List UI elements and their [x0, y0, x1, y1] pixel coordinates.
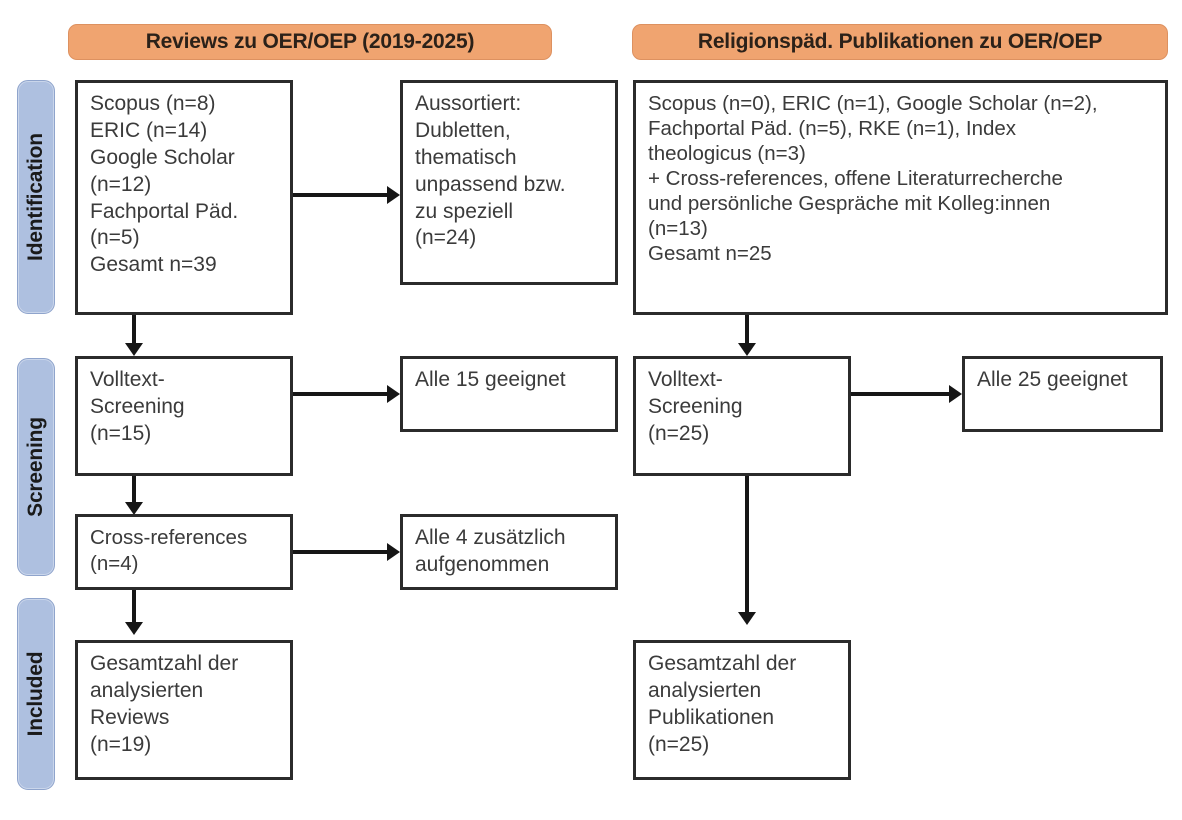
- connector-left-crossrefs-to-result: [293, 550, 387, 554]
- stage-label-screening: Screening: [24, 417, 47, 517]
- box-right-screening-result: Alle 25 geeignet: [962, 356, 1163, 432]
- arrowhead-left-identification-to-screening: [125, 343, 143, 356]
- box-left-excluded: Aussortiert: Dubletten, thematisch unpas…: [400, 80, 618, 285]
- arrowhead-right-identification-to-screening: [738, 343, 756, 356]
- box-left-identification: Scopus (n=8) ERIC (n=14) Google Scholar …: [75, 80, 293, 315]
- column-header-left: Reviews zu OER/OEP (2019-2025): [68, 24, 552, 60]
- connector-left-identification-to-screening: [132, 315, 136, 347]
- connector-right-identification-to-screening: [745, 315, 749, 347]
- stage-pill-screening: Screening: [17, 358, 55, 576]
- connector-left-identification-to-excluded: [293, 193, 387, 197]
- box-right-included: Gesamtzahl der analysierten Publikatione…: [633, 640, 851, 780]
- box-left-included: Gesamtzahl der analysierten Reviews (n=1…: [75, 640, 293, 780]
- arrowhead-right-screening-to-included: [738, 612, 756, 625]
- arrowhead-left-screening-to-result: [387, 385, 400, 403]
- box-left-screening-result: Alle 15 geeignet: [400, 356, 618, 432]
- box-left-crossrefs: Cross-references (n=4): [75, 514, 293, 590]
- connector-left-crossrefs-to-included: [132, 590, 136, 626]
- connector-left-screening-to-result: [293, 392, 387, 396]
- connector-right-screening-to-result: [851, 392, 949, 396]
- stage-pill-identification: Identification: [17, 80, 55, 314]
- box-right-screening: Volltext- Screening (n=25): [633, 356, 851, 476]
- arrowhead-right-screening-to-result: [949, 385, 962, 403]
- connector-right-screening-to-included: [745, 476, 749, 616]
- box-left-crossrefs-result: Alle 4 zusätzlich aufgenommen: [400, 514, 618, 590]
- arrowhead-left-crossrefs-to-result: [387, 543, 400, 561]
- stage-label-included: Included: [24, 651, 47, 737]
- stage-label-identification: Identification: [24, 133, 47, 261]
- box-left-screening: Volltext- Screening (n=15): [75, 356, 293, 476]
- box-right-identification: Scopus (n=0), ERIC (n=1), Google Scholar…: [633, 80, 1168, 315]
- connector-left-screening-to-crossrefs: [132, 476, 136, 506]
- stage-pill-included: Included: [17, 598, 55, 790]
- arrowhead-left-crossrefs-to-included: [125, 622, 143, 635]
- arrowhead-left-screening-to-crossrefs: [125, 502, 143, 515]
- arrowhead-left-identification-to-excluded: [387, 186, 400, 204]
- column-header-right: Religionspäd. Publikationen zu OER/OEP: [632, 24, 1168, 60]
